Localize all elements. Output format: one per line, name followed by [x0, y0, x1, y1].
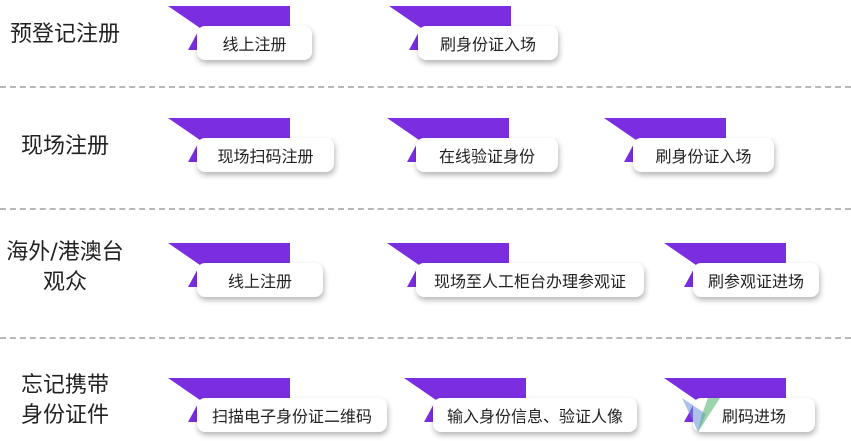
row-label-onsite: 现场注册 — [20, 134, 109, 159]
row-divider — [0, 86, 851, 88]
step-scan-eid-qr: 扫描电子身份证二维码 — [168, 378, 393, 438]
watermark-logo-icon — [682, 398, 720, 432]
row-label-line: 身份证件 — [20, 403, 109, 428]
step-label: 线上注册 — [197, 26, 312, 60]
row-label-overseas: 海外/港澳台 观众 — [0, 238, 130, 298]
step-id-entry: 刷身份证入场 — [604, 118, 784, 178]
step-verify-identity: 在线验证身份 — [387, 118, 567, 178]
step-scan-register: 现场扫码注册 — [168, 118, 338, 178]
step-label: 刷参观证进场 — [693, 263, 819, 297]
step-label: 刷身份证入场 — [633, 138, 774, 172]
step-label: 现场扫码注册 — [197, 138, 334, 172]
step-pass-entry: 刷参观证进场 — [664, 243, 824, 303]
step-label: 扫描电子身份证二维码 — [197, 398, 387, 432]
step-counter-pass: 现场至人工柜台办理参观证 — [387, 243, 647, 303]
step-label: 输入身份信息、验证人像 — [433, 398, 637, 432]
row-label-line: 海外/港澳台 — [6, 240, 124, 265]
step-online-register: 线上注册 — [168, 6, 318, 66]
step-label: 线上注册 — [197, 263, 323, 297]
step-online-register: 线上注册 — [168, 243, 328, 303]
row-label-forgot-id: 忘记携带 身份证件 — [0, 371, 130, 431]
step-label: 在线验证身份 — [416, 138, 558, 172]
row-label-preregistration: 预登记注册 — [9, 22, 120, 47]
row-label-line: 忘记携带 — [20, 373, 109, 398]
row-divider — [0, 208, 851, 210]
step-label: 刷身份证入场 — [418, 26, 558, 60]
step-id-entry: 刷身份证入场 — [389, 6, 569, 66]
row-label-line: 观众 — [42, 270, 87, 295]
step-enter-info-verify: 输入身份信息、验证人像 — [404, 378, 644, 438]
row-divider — [0, 337, 851, 339]
step-label: 现场至人工柜台办理参观证 — [416, 263, 644, 297]
